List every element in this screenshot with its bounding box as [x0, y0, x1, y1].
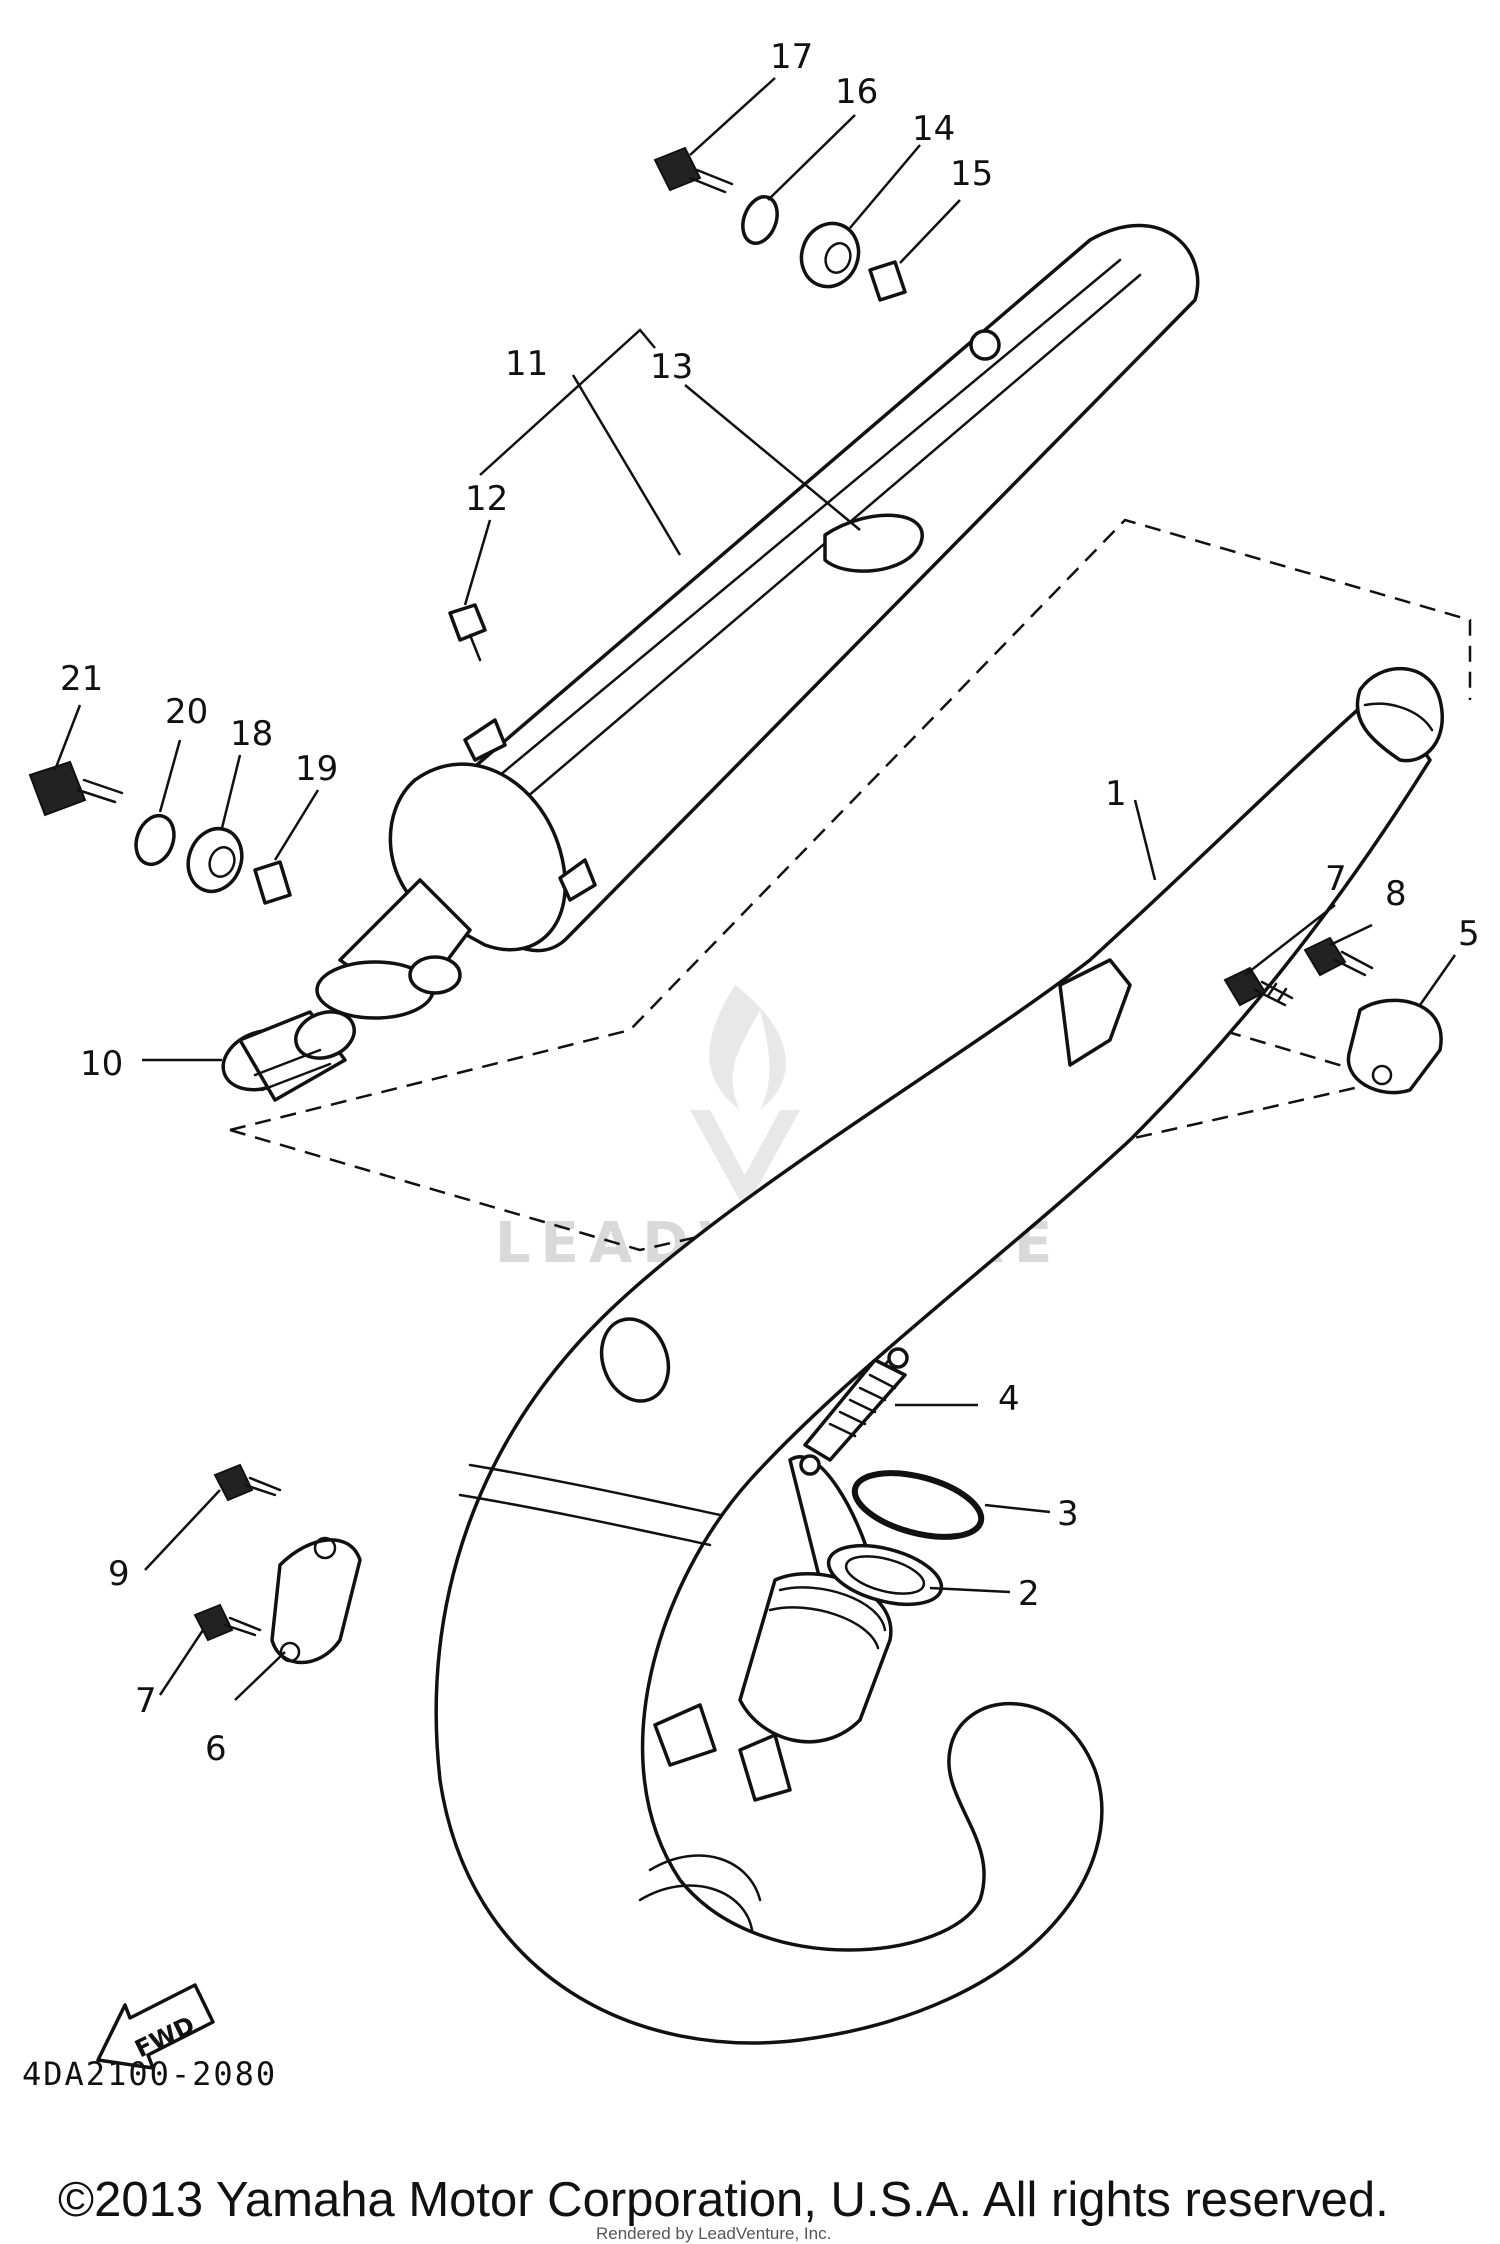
callout-17: 17 [770, 37, 813, 77]
expansion-chamber-pipe [434, 667, 1444, 2045]
callout-2: 2 [1018, 1574, 1040, 1614]
leader-5 [1418, 954, 1457, 1006]
leader-21 [53, 704, 82, 771]
spring [799, 1347, 909, 1476]
callout-14: 14 [912, 109, 955, 149]
bolt-upper [1223, 966, 1294, 1007]
callout-10: 10 [80, 1044, 123, 1084]
rendered-by-credit: Rendered by LeadVenture, Inc. [596, 2224, 832, 2243]
callout-1: 1 [1105, 774, 1127, 814]
leader-11 [571, 374, 682, 556]
diagram-code: 4DA2100-2080 [22, 2055, 278, 2093]
muffler-bolt-rear [28, 760, 124, 817]
leader-15 [899, 199, 961, 264]
grommet-top [799, 221, 861, 289]
leader-1 [1133, 799, 1157, 881]
callout-6: 6 [205, 1729, 227, 1769]
callout-4: 4 [998, 1379, 1020, 1419]
callout-16: 16 [835, 72, 878, 112]
leader-16 [767, 114, 856, 201]
leader-9 [144, 1489, 221, 1571]
leader-17 [689, 77, 776, 156]
leader-14 [849, 144, 921, 229]
callout-15: 15 [950, 154, 993, 194]
bolt-lower-2 [193, 1603, 262, 1642]
leader-20 [158, 739, 182, 813]
callout-8: 8 [1385, 874, 1407, 914]
bracket-upper [1346, 998, 1443, 1095]
leader-18 [220, 754, 242, 829]
leader-6 [234, 1651, 286, 1701]
leader-13 [684, 384, 861, 531]
callout-7-lower: 7 [135, 1681, 157, 1721]
group-bracket-11 [479, 328, 656, 476]
leader-8 [1329, 923, 1373, 947]
joint [221, 1010, 356, 1102]
muffler-assembly-outline [229, 518, 1472, 1132]
leader-2 [929, 1586, 1011, 1594]
callout-20: 20 [165, 692, 208, 732]
gasket [851, 1470, 985, 1540]
washer-rear [134, 813, 176, 867]
callout-18: 18 [230, 714, 273, 754]
leader-3 [984, 1503, 1051, 1514]
bolt-lower [213, 1463, 282, 1502]
leader-7-lower [158, 1629, 205, 1696]
collar-top [868, 260, 907, 302]
callout-19: 19 [295, 749, 338, 789]
callout-11: 11 [505, 344, 548, 384]
callout-21: 21 [60, 659, 103, 699]
grommet-rear [186, 826, 244, 894]
screw [448, 603, 487, 662]
callout-5: 5 [1458, 914, 1480, 954]
bolt-upper-2 [1303, 936, 1374, 977]
callout-3: 3 [1057, 1494, 1079, 1534]
washer-top [741, 195, 779, 245]
copyright-notice: ©2013 Yamaha Motor Corporation, U.S.A. A… [58, 2173, 1389, 2227]
leader-7-upper [1244, 904, 1336, 976]
leader-12 [463, 519, 492, 606]
silencer-muffler [315, 223, 1200, 1020]
callout-12: 12 [465, 479, 508, 519]
ring [826, 1543, 944, 1607]
collar-rear [253, 860, 292, 905]
muffler-bolt-top [653, 146, 734, 194]
callout-13: 13 [650, 347, 693, 387]
bracket-lower [270, 1536, 362, 1665]
callout-9: 9 [108, 1554, 130, 1594]
callout-7-upper: 7 [1325, 859, 1347, 899]
leader-19 [273, 789, 320, 861]
